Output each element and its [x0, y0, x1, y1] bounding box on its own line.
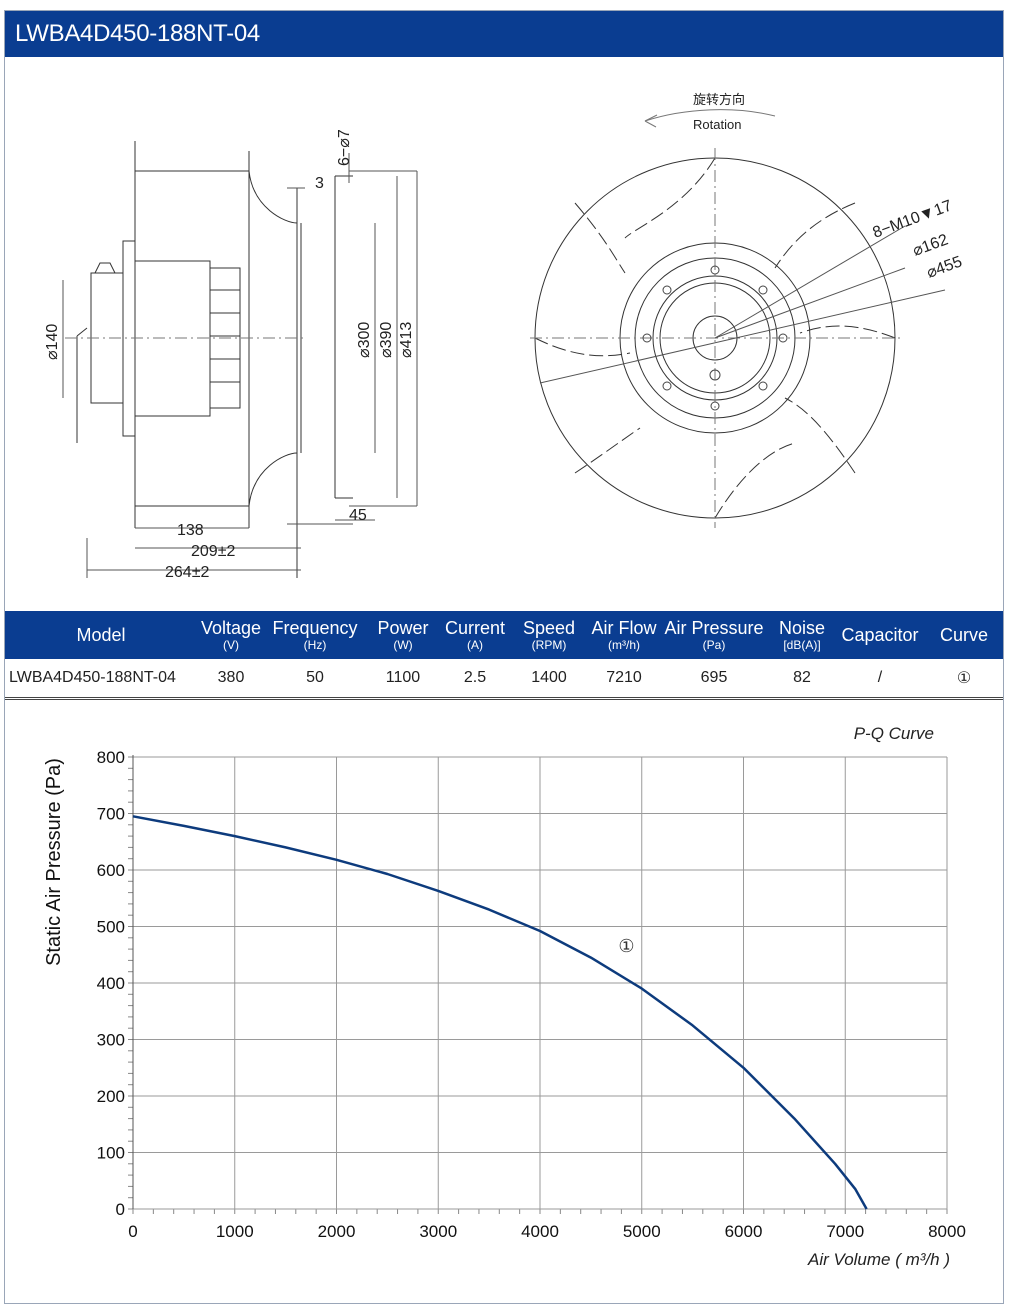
table-cell: /	[835, 659, 925, 698]
dim-45: 45	[349, 507, 367, 524]
table-cell: 82	[769, 659, 835, 698]
page-frame	[4, 10, 1004, 1304]
x-tick-label: 6000	[725, 1222, 763, 1241]
dim-holes-side: 6−⌀7	[336, 129, 353, 166]
table-header-cell: Power(W)	[365, 611, 441, 659]
page-title: LWBA4D450-188NT-04	[5, 11, 1003, 57]
header-label: Air Flow	[591, 617, 657, 638]
header-unit: (Pa)	[702, 637, 726, 652]
table-header-cell: Noise[dB(A)]	[769, 611, 835, 659]
dim-209: 209±2	[191, 543, 235, 560]
header-unit: (RPM)	[531, 637, 567, 652]
dim-d140: ⌀140	[44, 324, 61, 360]
table-cell: 2.5	[441, 659, 509, 698]
y-tick-label: 700	[97, 805, 125, 824]
rotation-label-en: Rotation	[693, 117, 741, 132]
pq-chart: P-Q Curve Static Air Pressure (Pa) Air V…	[43, 724, 966, 1269]
header-label: Power	[377, 617, 429, 638]
header-label: Curve	[939, 624, 988, 645]
header-unit: (A)	[467, 637, 483, 652]
x-tick-label: 8000	[928, 1222, 966, 1241]
table-cell: 695	[659, 659, 769, 698]
x-tick-label: 5000	[623, 1222, 661, 1241]
chart-title: P-Q Curve	[854, 724, 934, 743]
y-tick-label: 400	[97, 974, 125, 993]
table-cell: ①	[925, 659, 1003, 698]
rotation-label-cn: 旋转方向	[693, 92, 745, 107]
x-tick-label: 2000	[318, 1222, 356, 1241]
x-tick-label: 0	[128, 1222, 137, 1241]
header-label: Model	[76, 624, 126, 645]
table-cell: 1100	[365, 659, 441, 698]
table-cell: 380	[197, 659, 265, 698]
y-tick-label: 500	[97, 918, 125, 937]
table-header-cell: Frequency(Hz)	[265, 611, 365, 659]
dim-d455: ⌀455	[925, 253, 965, 281]
table-header-cell: Curve	[925, 611, 1003, 659]
table-header-cell: Air Flow(m³/h)	[589, 611, 659, 659]
header-label: Speed	[522, 617, 576, 638]
header-label: Frequency	[272, 617, 358, 638]
x-tick-label: 1000	[216, 1222, 254, 1241]
table-header-cell: Speed(RPM)	[509, 611, 589, 659]
table-cell: LWBA4D450-188NT-04	[5, 659, 197, 698]
header-label: Capacitor	[841, 624, 919, 645]
table-cell: 1400	[509, 659, 589, 698]
curve-annotation: ①	[618, 936, 634, 956]
table-header-cell: Capacitor	[835, 611, 925, 659]
x-tick-label: 3000	[419, 1222, 457, 1241]
dim-138: 138	[177, 522, 204, 539]
y-axis-label: Static Air Pressure (Pa)	[43, 758, 65, 966]
table-cell: 7210	[589, 659, 659, 698]
technical-drawing: 6−⌀7 3 ⌀140 ⌀300 ⌀390 ⌀413 45 138 209±2 …	[44, 92, 965, 581]
dim-d162: ⌀162	[911, 231, 951, 259]
y-tick-label: 0	[116, 1200, 125, 1219]
y-tick-label: 100	[97, 1144, 125, 1163]
table-header-cell: Air Pressure(Pa)	[659, 611, 769, 659]
header-unit: [dB(A)]	[783, 637, 821, 652]
header-unit: (m³/h)	[608, 637, 640, 652]
y-tick-label: 300	[97, 1031, 125, 1050]
y-tick-label: 600	[97, 861, 125, 880]
header-label: Current	[444, 617, 506, 638]
y-tick-label: 200	[97, 1087, 125, 1106]
x-tick-label: 7000	[826, 1222, 864, 1241]
header-label: Air Pressure	[664, 617, 764, 638]
x-tick-label: 4000	[521, 1222, 559, 1241]
table-header-cell: Current(A)	[441, 611, 509, 659]
y-tick-label: 800	[97, 748, 125, 767]
header-label: Voltage	[200, 617, 262, 638]
header-unit: (W)	[393, 637, 413, 652]
header-unit: (V)	[223, 637, 239, 652]
x-axis-label: Air Volume ( m³/h )	[807, 1250, 950, 1269]
table-cell: 50	[265, 659, 365, 698]
table-header-cell: Voltage(V)	[197, 611, 265, 659]
table-header-cell: Model	[5, 611, 197, 659]
side-dimensions	[62, 153, 418, 578]
header-unit: (Hz)	[303, 637, 327, 652]
front-view	[530, 109, 946, 528]
dim-d413: ⌀413	[398, 322, 415, 358]
side-view	[65, 141, 353, 578]
dim-gap: 3	[315, 175, 324, 192]
table-separator	[5, 699, 1003, 700]
dim-264: 264±2	[165, 564, 209, 581]
dim-d390: ⌀390	[378, 322, 395, 358]
series-line	[132, 815, 868, 1210]
dim-d300: ⌀300	[356, 322, 373, 358]
header-label: Noise	[778, 617, 826, 638]
